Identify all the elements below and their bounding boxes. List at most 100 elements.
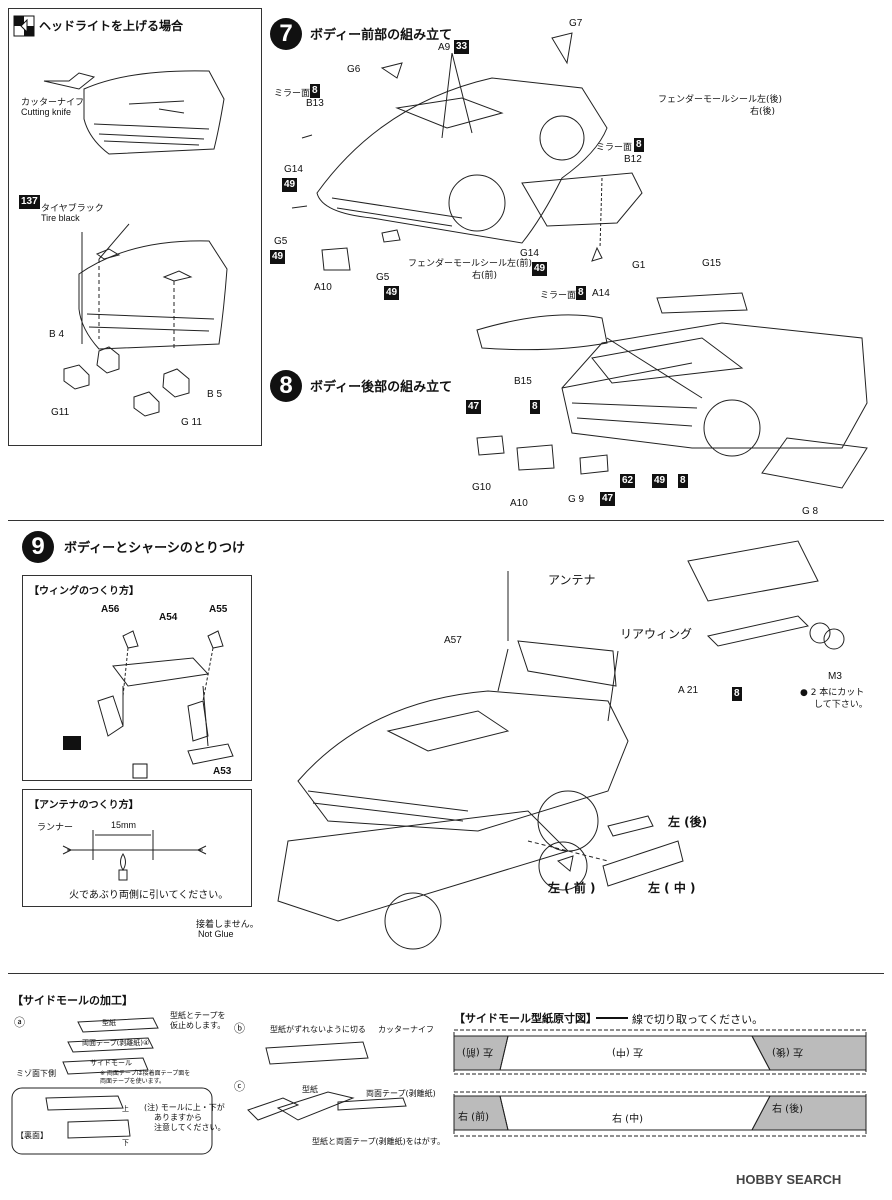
label-a10: A10 (314, 282, 332, 293)
badge-47b: 47 (600, 492, 616, 506)
cutter-jp-label: カッターナイフ (21, 98, 85, 108)
label-mirror1: ミラー面 (274, 89, 311, 99)
a-note-1: 型紙とテープを (170, 1011, 226, 1020)
label-fender-rear-r: 右(後) (750, 107, 776, 117)
label-rear-wing: リアウィング (620, 627, 693, 641)
headlight-title: ヘッドライトを上げる場合 (39, 19, 184, 33)
label-g6: G6 (347, 64, 361, 75)
label-mirror2: ミラー面 (596, 143, 633, 153)
cutter-en-label: Cutting knife (21, 107, 72, 117)
label-left-mid: 左 ( 中 ) (648, 881, 696, 895)
label-g8: G 8 (802, 506, 819, 517)
badge-g5a: 49 (270, 250, 286, 264)
label-fender-rear: フェンダーモールシール左(後) (658, 95, 783, 105)
c-note: 型紙と両面テープ(剥離紙)をはがす。 (312, 1137, 445, 1146)
template-cut-note: 線で切り取ってください。 (632, 1013, 764, 1026)
caution-2: ありますから (154, 1113, 202, 1122)
antenna-instruction: 火であぶり両側に引いてください。 (69, 890, 229, 901)
step-8-title: ボディー後部の組み立て (310, 380, 453, 395)
label-g1: G1 (632, 260, 646, 271)
wing-box-title: 【ウィングのつくり方】 (29, 586, 139, 597)
badge-47a: 47 (466, 400, 482, 414)
label-a54: A54 (159, 612, 178, 623)
step-9-title: ボディーとシャーシのとりつけ (64, 541, 245, 556)
headlight-panel: ヘッドライトを上げる場合 カッターナイフ Cutting knife 137 タ… (8, 8, 262, 446)
label-g15: G15 (702, 258, 721, 269)
step-9-number: 9 (22, 531, 54, 563)
tape-paper-label: 型紙 (102, 1019, 116, 1027)
watermark: HOBBY SEARCH (736, 1172, 841, 1187)
label-m3: M3 (828, 671, 842, 682)
back-label: 【裏面】 (16, 1131, 48, 1140)
side-mold-area: 【サイドモールの加工】 ⓐ ⓑ ⓒ 型紙とテープを 仮止めします。 型紙 両面テ… (8, 980, 446, 1160)
no-glue-jp: 接着しません。 (196, 920, 259, 930)
divider-horizontal-top (8, 520, 884, 521)
antenna-box: 【アンテナのつくり方】 ランナー 15mm 火であぶり両側に引いてください。 (22, 789, 252, 907)
divider-horizontal-bottom (8, 973, 884, 974)
side-mold-drawing (11, 1017, 407, 1155)
steps-7-8-area: 7 ボディー前部の組み立て G7 A9 33 G6 ミラー面 8 B13 フェン… (262, 8, 884, 520)
label-a53: A53 (213, 766, 232, 777)
label-mirror3: ミラー面 (540, 291, 577, 301)
caution-3: 注意してください。 (154, 1123, 226, 1132)
side-mold-label: サイドモール (90, 1059, 132, 1067)
label-fender-front: フェンダーモールシール左(前) (408, 259, 533, 269)
up-label: 上 (122, 1105, 129, 1113)
m3-note-1: ● 2 本にカット (800, 688, 865, 698)
label-c: ⓒ (234, 1080, 245, 1093)
label-left-front: 左 ( 前 ) (548, 881, 596, 895)
template-top-right: 左 (後) (772, 1046, 803, 1057)
template-line-sample (596, 1017, 628, 1019)
tire-en-label: Tire black (41, 213, 80, 223)
template-bot-mid: 右 (中) (612, 1114, 643, 1125)
badge-a21: 8 (732, 687, 742, 701)
step-9-area: 9 ボディーとシャーシのとりつけ 【ウィングのつくり方】 A56 A54 A55… (8, 521, 884, 973)
double-tape-label: 両面テープ(剥離紙)④ (82, 1039, 150, 1047)
label-a14: A14 (592, 288, 610, 299)
badge-mirror1: 8 (310, 84, 320, 98)
label-b12: B12 (624, 154, 642, 165)
b-note: 型紙がずれないように切る (270, 1025, 366, 1034)
template-title: 【サイドモール型紙原寸図】 (454, 1012, 597, 1025)
label-b13: B13 (306, 98, 324, 109)
label-a57: A57 (444, 635, 462, 646)
label-antenna: アンテナ (548, 573, 596, 587)
label-a9: A9 (438, 42, 451, 53)
part-g11b-label: G 11 (181, 417, 202, 428)
label-fender-front-r: 右(前) (472, 271, 498, 281)
label-g9: G 9 (568, 494, 585, 505)
label-runner: ランナー (37, 823, 74, 833)
badge-g14b: 49 (532, 262, 548, 276)
caution-1: (注) モールに上・下が (144, 1103, 225, 1112)
label-g14b: G14 (520, 248, 539, 259)
step-7-number: 7 (270, 18, 302, 50)
label-left-rear: 左 (後) (668, 815, 708, 829)
label-b15: B15 (514, 376, 532, 387)
label-g5b: G5 (376, 272, 390, 283)
down-label: 下 (122, 1139, 129, 1147)
badge-49: 49 (652, 474, 668, 488)
part-b5-label: B 5 (207, 389, 223, 400)
label-g10: G10 (472, 482, 491, 493)
label-a10-rear: A10 (510, 498, 528, 509)
badge-g14a: 49 (282, 178, 298, 192)
tape-note-2: 両面テープを使います。 (100, 1078, 166, 1085)
badge-g5b: 49 (384, 286, 400, 300)
tape-note-1: ※ 両面テープは接着面テープ面を (100, 1070, 191, 1077)
no-glue-en: Not Glue (198, 929, 234, 939)
m3-note-2: して下さい。 (814, 700, 868, 710)
c-tape: 両面テープ(剥離紙) (366, 1089, 436, 1098)
template-drawing (453, 1029, 867, 1137)
tire-badge: 137 (19, 195, 40, 209)
badge-mirror2: 8 (634, 138, 644, 152)
template-bot-right: 右 (後) (772, 1104, 803, 1115)
wing-box: 【ウィングのつくり方】 A56 A54 A55 A53 (22, 575, 252, 781)
template-area: 【サイドモール型紙原寸図】 線で切り取ってください。 左 (前) 左 (中) 左… (452, 980, 876, 1160)
diamond-icon (13, 15, 35, 37)
label-a56: A56 (101, 604, 120, 615)
label-15mm: 15mm (111, 820, 137, 830)
wing-drawing (63, 630, 234, 779)
part-b4-label: B 4 (49, 329, 65, 340)
antenna-box-title: 【アンテナのつくり方】 (29, 800, 139, 811)
antenna-drawing (62, 830, 207, 881)
